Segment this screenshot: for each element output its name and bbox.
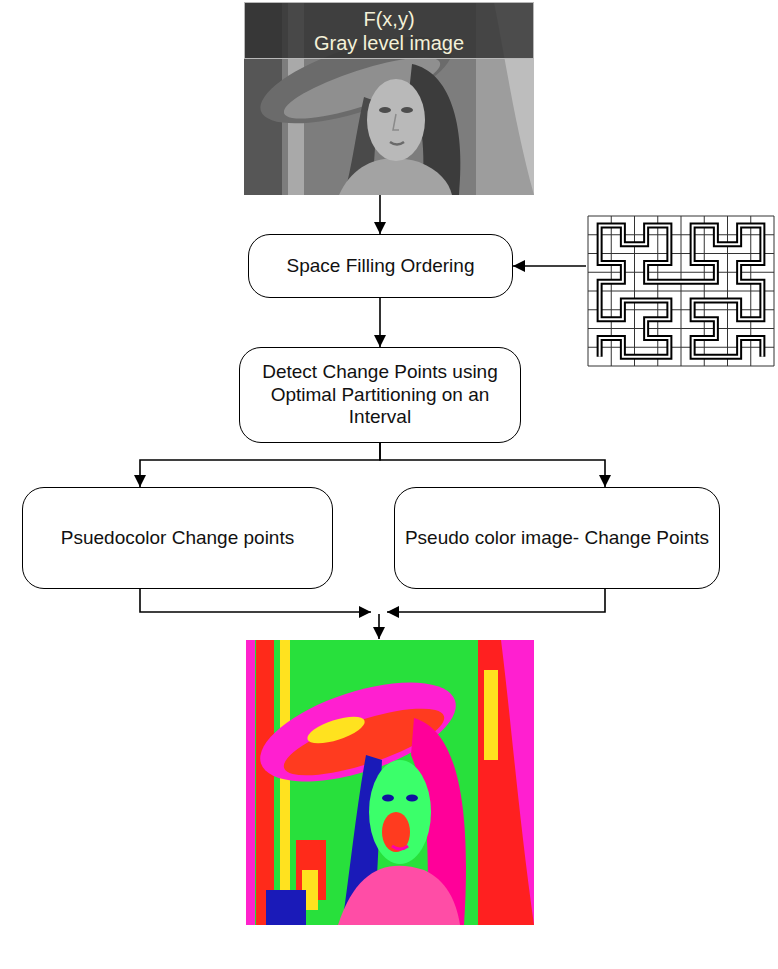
process-box: Detect Change Points using Optimal Parti…	[239, 347, 521, 443]
hilbert-curve-grid-part	[600, 225, 763, 356]
node-text: F(x,y)	[363, 7, 414, 31]
hilbert-curve-grid-part	[588, 291, 774, 292]
hilbert-curve-grid-part	[704, 216, 705, 366]
flow-arrow	[380, 443, 605, 487]
hilbert-curve-grid-part	[588, 309, 774, 310]
gray-photo-part	[401, 107, 413, 113]
pseudocolor-photo-part	[246, 640, 534, 925]
flow-arrow	[379, 195, 381, 234]
gray-photo-part	[379, 107, 391, 113]
hilbert-curve-grid-part	[750, 216, 751, 366]
flow-arrow	[140, 443, 380, 487]
hilbert-curve-grid-part	[774, 216, 775, 366]
gray-photo-part	[393, 114, 399, 130]
hilbert-curve-grid-part	[588, 328, 774, 329]
gray-photo-part	[390, 142, 404, 145]
gray-photo-part	[339, 158, 452, 195]
pseudocolor-photo-part	[304, 711, 367, 749]
pseudocolor-photo-part	[392, 846, 408, 849]
pseudocolor-photo-part	[256, 640, 274, 925]
layout-arrow	[387, 589, 605, 612]
pseudocolor-photo-part	[246, 640, 255, 925]
pseudocolor-photo-part	[280, 640, 290, 925]
hilbert-curve-grid-part	[727, 216, 728, 366]
hilbert-curve-grid-part	[588, 216, 774, 366]
layout-arrow	[140, 589, 371, 612]
pseudocolor-photo-part	[338, 866, 460, 925]
node-text: Detect Change Points using Optimal Parti…	[248, 361, 512, 429]
pseudocolor-photo-part	[382, 812, 410, 852]
node-text: Space Filling Ordering	[287, 255, 475, 278]
pseudocolor-photo-part	[369, 760, 431, 864]
pseudocolor-photo-part	[406, 795, 418, 802]
pseudocolor-photo	[246, 640, 534, 925]
node-text: Gray level image	[314, 31, 464, 55]
layout-arrow	[378, 614, 380, 639]
hilbert-curve-grid-part	[600, 225, 763, 356]
image-node: F(x,y)Gray level image	[244, 2, 534, 195]
hilbert-curve-grid-part	[588, 347, 774, 348]
flow-arrow	[379, 298, 381, 347]
gray-photo	[244, 2, 534, 195]
node-text: Psuedocolor Change points	[61, 527, 294, 550]
pseudocolor-photo-part	[501, 640, 534, 925]
pseudocolor-photo-part	[484, 670, 498, 760]
gray-photo-part	[244, 2, 534, 195]
pseudocolor-photo-part	[478, 640, 534, 925]
pseudocolor-photo-part	[382, 795, 394, 802]
output-box: Psuedocolor Change points	[22, 487, 333, 589]
layout-arrow	[513, 265, 586, 267]
process-box: Space Filling Ordering	[248, 234, 513, 298]
output-box: Pseudo color image- Change Points	[394, 487, 720, 589]
node-text: Pseudo color image- Change Points	[405, 527, 709, 550]
pseudocolor-photo-part	[266, 890, 306, 925]
hilbert-curve-grid	[588, 216, 774, 366]
gray-photo-part	[245, 3, 534, 59]
gray-photo-part	[367, 79, 425, 161]
hilbert-curve-grid-part	[588, 366, 774, 367]
